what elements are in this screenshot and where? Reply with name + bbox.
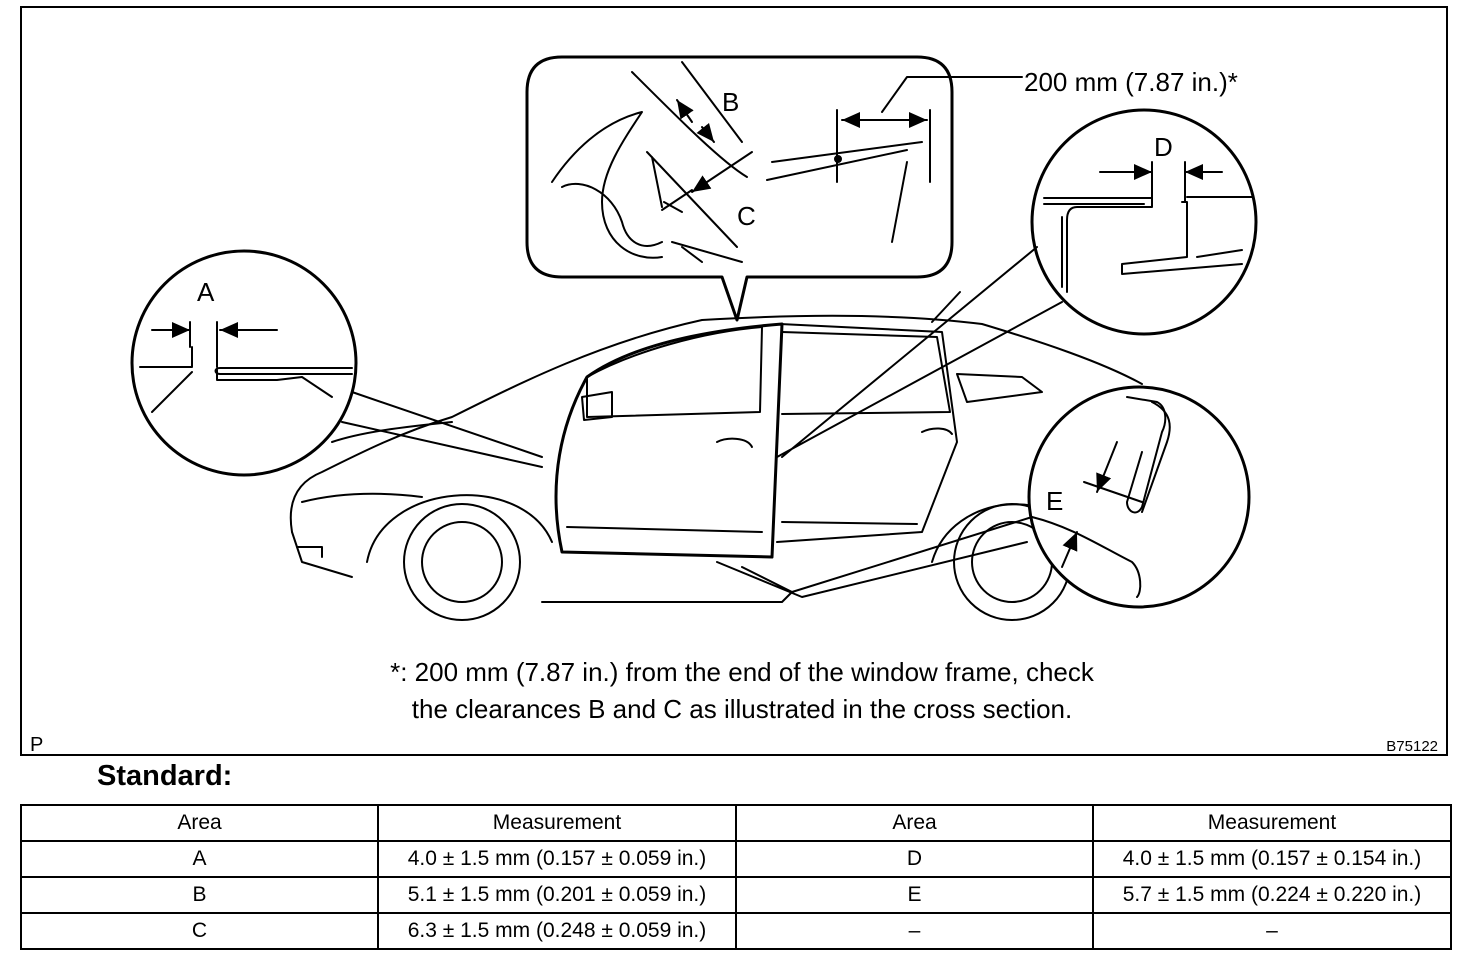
table-cell: D xyxy=(735,840,1094,878)
table-row: C 6.3 ± 1.5 mm (0.248 ± 0.059 in.) – – xyxy=(20,912,1452,950)
table-cell: C xyxy=(20,912,379,950)
standard-title: Standard: xyxy=(97,760,233,792)
table-cell: A xyxy=(20,840,379,878)
table-cell: 5.1 ± 1.5 mm (0.201 ± 0.059 in.) xyxy=(377,876,737,914)
callout-label-d: D xyxy=(1154,132,1173,162)
table-row: B 5.1 ± 1.5 mm (0.201 ± 0.059 in.) E 5.7… xyxy=(20,876,1452,914)
table-cell: B xyxy=(20,876,379,914)
callout-label-b: B xyxy=(722,87,740,117)
diagram-figure: A B C D E 200 mm (7.87 in.)* *: 200 mm (… xyxy=(20,6,1448,756)
header-area-2: Area xyxy=(735,804,1094,842)
footnote-line-2: the clearances B and C as illustrated in… xyxy=(411,694,1073,724)
callout-label-c: C xyxy=(737,201,756,231)
callout-d-detail xyxy=(776,108,1258,458)
car-illustration xyxy=(130,55,1258,621)
callout-a-detail xyxy=(130,249,543,477)
dimension-label: 200 mm (7.87 in.)* xyxy=(1024,67,1238,97)
corner-letter: P xyxy=(30,734,44,756)
header-measurement-2: Measurement xyxy=(1092,804,1452,842)
callout-label-e: E xyxy=(1046,486,1064,516)
table-header-row: Area Measurement Area Measurement xyxy=(20,804,1452,842)
table-cell: – xyxy=(1092,912,1452,950)
header-measurement-1: Measurement xyxy=(377,804,737,842)
header-area-1: Area xyxy=(20,804,379,842)
table-row: A 4.0 ± 1.5 mm (0.157 ± 0.059 in.) D 4.0… xyxy=(20,840,1452,878)
table-cell: 4.0 ± 1.5 mm (0.157 ± 0.059 in.) xyxy=(377,840,737,878)
table-cell: – xyxy=(735,912,1094,950)
standard-table: Area Measurement Area Measurement A 4.0 … xyxy=(20,804,1452,950)
figure-code: B75122 xyxy=(1386,738,1438,755)
table-cell: 4.0 ± 1.5 mm (0.157 ± 0.154 in.) xyxy=(1092,840,1452,878)
callout-e-detail xyxy=(716,385,1251,609)
table-cell: E xyxy=(735,876,1094,914)
callout-label-a: A xyxy=(197,277,215,307)
table-cell: 5.7 ± 1.5 mm (0.224 ± 0.220 in.) xyxy=(1092,876,1452,914)
footnote: *: 200 mm (7.87 in.) from the end of the… xyxy=(2,654,1472,728)
table-cell: 6.3 ± 1.5 mm (0.248 ± 0.059 in.) xyxy=(377,912,737,950)
car-body xyxy=(289,291,1147,621)
callout-bc-detail xyxy=(525,55,1023,322)
footnote-line-1: *: 200 mm (7.87 in.) from the end of the… xyxy=(390,657,1094,687)
